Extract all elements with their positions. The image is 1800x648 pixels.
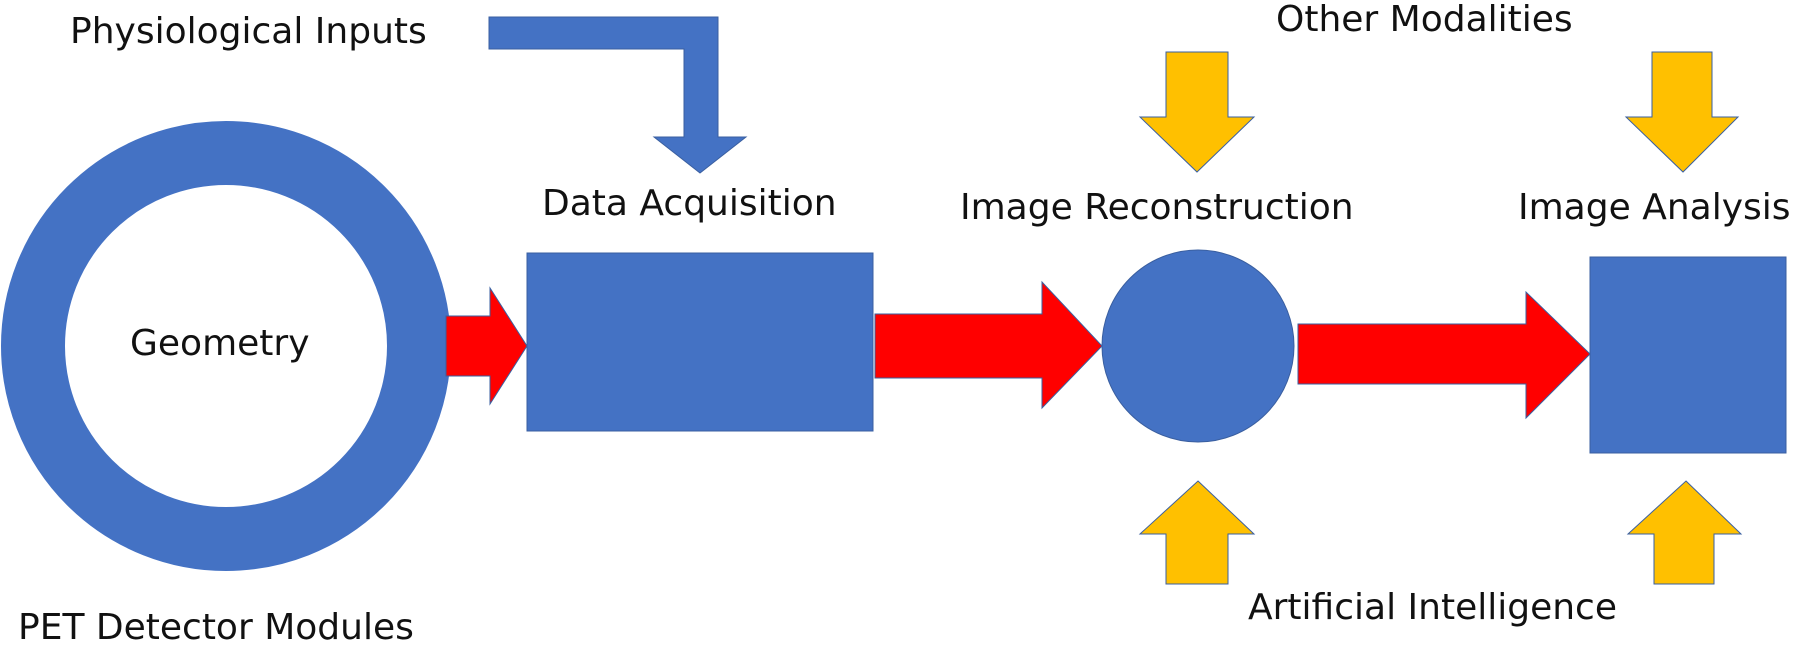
- image-reconstruction-label: Image Reconstruction: [960, 187, 1354, 228]
- other-modalities-label: Other Modalities: [1276, 0, 1573, 40]
- ai-arrow-analysis: [1626, 480, 1743, 585]
- detector-ring: [1, 121, 451, 571]
- arrow-geometry-to-acquisition: [445, 286, 528, 406]
- arrow-reconstruction-to-analysis: [1297, 290, 1591, 420]
- image-reconstruction-circle: [1101, 249, 1295, 443]
- image-analysis-box: [1589, 256, 1787, 454]
- ai-arrow-recon: [1138, 480, 1256, 585]
- image-analysis-label: Image Analysis: [1518, 187, 1791, 228]
- data-acquisition-label: Data Acquisition: [542, 183, 837, 224]
- other-modalities-arrow-recon: [1138, 51, 1256, 173]
- geometry-label: Geometry: [130, 323, 310, 364]
- data-acquisition-box: [526, 252, 874, 432]
- pet-detector-modules-label: PET Detector Modules: [18, 607, 414, 648]
- other-modalities-arrow-analysis: [1624, 51, 1740, 173]
- physiological-inputs-arrow: [488, 16, 748, 174]
- artificial-intelligence-label: Artificial Intelligence: [1248, 587, 1617, 628]
- arrow-acquisition-to-reconstruction: [874, 280, 1103, 410]
- physiological-inputs-label: Physiological Inputs: [70, 11, 427, 52]
